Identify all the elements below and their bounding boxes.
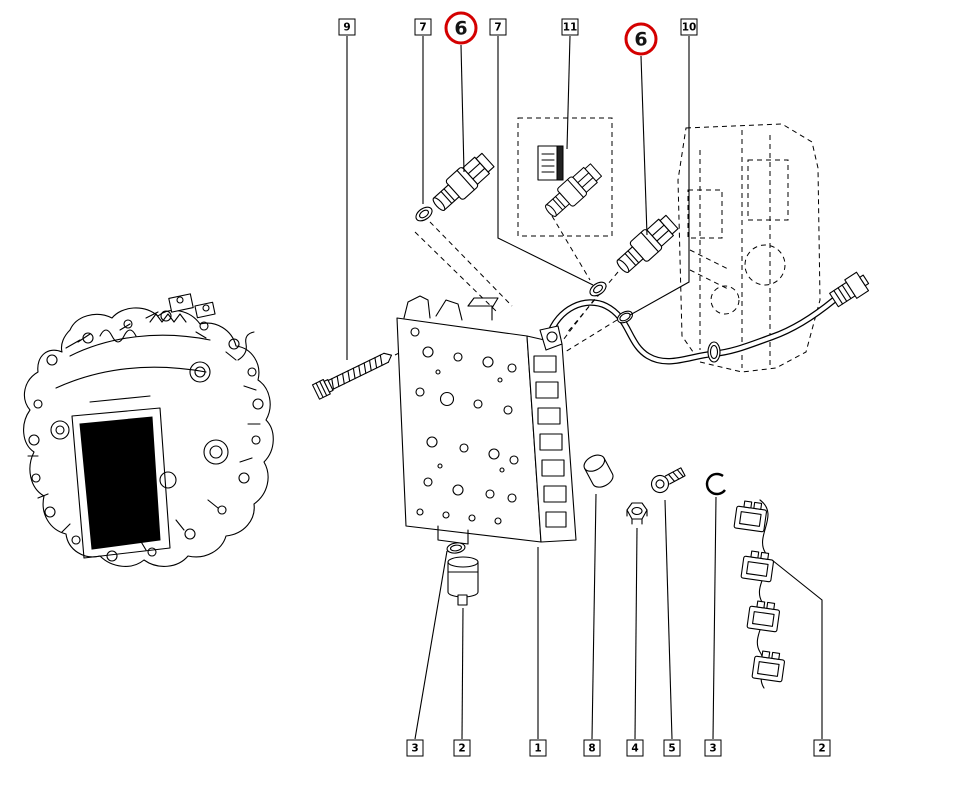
leader-line-6 xyxy=(460,44,465,173)
harness-bracket xyxy=(539,325,563,351)
harness-grommet xyxy=(707,341,721,363)
snap-ring-part-3b xyxy=(705,472,726,496)
leader-line-3 xyxy=(414,550,448,740)
leader-line-5 xyxy=(664,499,673,740)
solenoid-bank xyxy=(533,355,567,528)
seal-washer-7b xyxy=(586,278,610,300)
leader-line-10 xyxy=(629,36,690,316)
plug-part-8 xyxy=(583,454,614,488)
bolt-part-9 xyxy=(311,352,393,400)
seal-washer-7a xyxy=(412,203,436,225)
leader-line-8 xyxy=(591,493,597,740)
kit-dashed-box xyxy=(517,117,613,237)
leader-line-2 xyxy=(461,607,464,740)
valve-body xyxy=(396,295,577,545)
nut-part-4 xyxy=(626,502,648,525)
gearbox-case-dashed-outline xyxy=(677,123,821,373)
harness-connector xyxy=(829,271,870,308)
leader-line-3 xyxy=(712,496,717,740)
transmission-assembly-illustration xyxy=(23,293,274,567)
oil-pan-dark-region xyxy=(79,416,161,550)
label-tag-part-11 xyxy=(537,145,564,181)
sensor-part-2 xyxy=(447,556,479,606)
solenoid-top-left xyxy=(427,149,498,217)
o-ring-part-3a xyxy=(446,542,466,554)
leader-line-4 xyxy=(634,527,638,740)
leader-line-11 xyxy=(566,35,571,150)
leader-line-6 xyxy=(640,55,648,236)
bolt-part-5 xyxy=(650,467,686,494)
leader-line-7 xyxy=(497,36,594,286)
leader-lines xyxy=(346,35,823,740)
connector-stack xyxy=(733,499,787,689)
wiring-harness xyxy=(545,271,870,365)
leader-line-2 xyxy=(771,559,823,739)
